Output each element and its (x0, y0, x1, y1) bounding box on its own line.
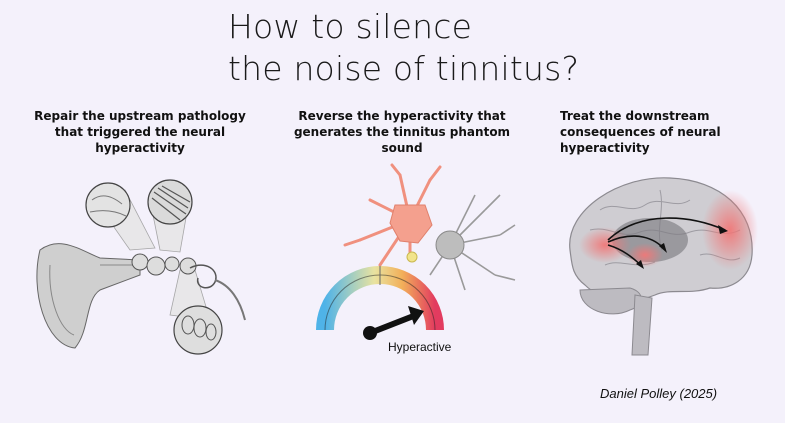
credit-text: Daniel Polley (2025) (600, 386, 718, 401)
heading-line: hyperactivity (95, 141, 185, 155)
title-line-1: How to silence (228, 7, 473, 46)
cerebellum (579, 287, 642, 315)
heading-line: generates the tinnitus phantom (293, 125, 511, 139)
active-neuron (343, 163, 442, 267)
heading-line: Treat the downstream (560, 109, 710, 123)
gauge-needle-tip (408, 306, 424, 325)
gauge-needle (368, 312, 418, 336)
heading-line: sound (381, 141, 423, 155)
inactive-neuron-body (435, 230, 465, 260)
slide-title: How to silence the noise of tinnitus? (228, 6, 628, 90)
heading-line: Reverse the hyperactivity that (298, 109, 506, 123)
heading-treat-downstream: Treat the downstream consequences of neu… (560, 108, 760, 156)
arrow-head (718, 225, 728, 234)
auditory-cortex-highlight (579, 227, 631, 263)
heading-line: consequences of neural (560, 125, 721, 139)
heading-line: Repair the upstream pathology (34, 109, 246, 123)
gauge-label: Hyperactive (388, 340, 452, 354)
active-neuron-body (389, 204, 433, 244)
title-line-2: the noise of tinnitus? (228, 49, 580, 88)
brainstem (631, 294, 653, 356)
heading-repair-upstream: Repair the upstream pathology that trigg… (20, 108, 260, 156)
ear-cochlea-illustration (36, 179, 246, 355)
frontal-highlight (702, 190, 758, 270)
arrow-head (659, 243, 667, 253)
neuron-hyperactivity-illustration (316, 163, 516, 340)
synapse-dot (406, 251, 418, 263)
limbic-highlight (627, 243, 663, 267)
inactive-neuron (429, 194, 516, 291)
arrow-head (636, 260, 644, 269)
brain-illustration (569, 177, 758, 356)
heading-line: hyperactivity (560, 141, 650, 155)
heading-reverse-hyperactivity: Reverse the hyperactivity that generates… (287, 108, 517, 156)
heading-line: that triggered the neural (54, 125, 226, 139)
